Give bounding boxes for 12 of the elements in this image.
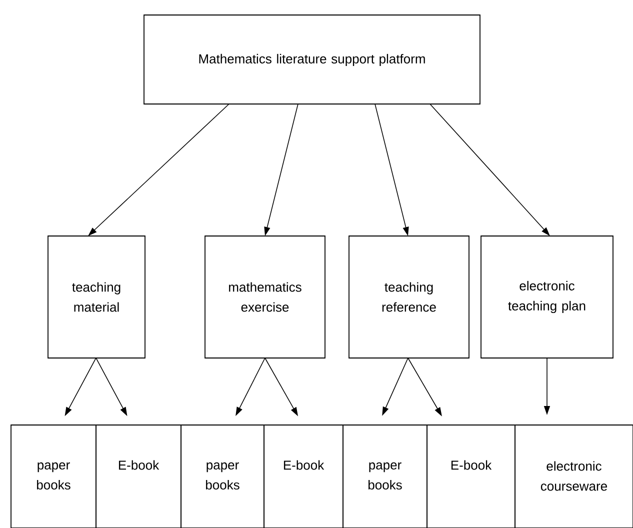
platform-box: Mathematics literature support platform [144, 14, 480, 104]
resource-box: electronic courseware [514, 424, 633, 528]
resource-box: E-book [264, 424, 344, 528]
resource-box: E-book [426, 424, 516, 528]
category-box: teaching material [48, 236, 146, 358]
resource-box: E-book [96, 424, 182, 528]
resource-box: paper books [10, 424, 96, 528]
category-box: teaching reference [348, 236, 470, 358]
category-box: electronic teaching plan [480, 236, 614, 358]
category-box: mathematics exercise [204, 236, 326, 358]
resource-box: paper books [342, 424, 428, 528]
resource-box: paper books [180, 424, 264, 528]
